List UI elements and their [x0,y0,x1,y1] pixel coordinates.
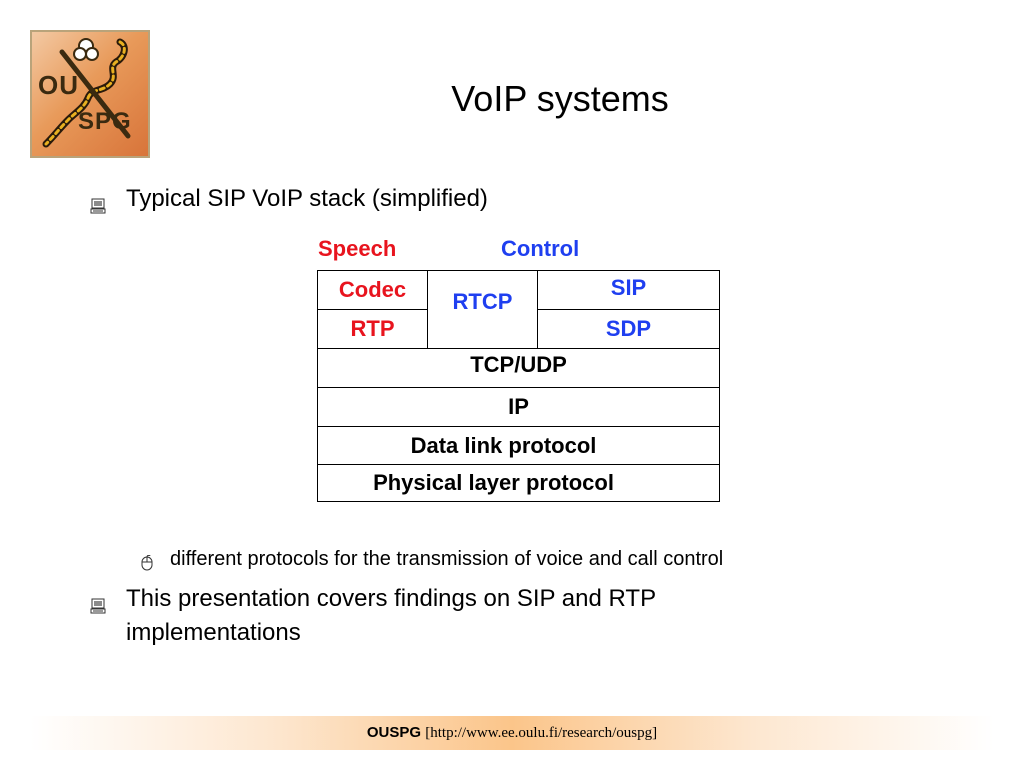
computer-icon [90,582,126,650]
sub-bullet-text: different protocols for the transmission… [170,548,724,570]
stack-header-control: Control [501,236,580,261]
stack-cell-sip: SIP [538,271,719,310]
stack-cell-tcp-udp: TCP/UDP [318,348,719,387]
slide-title: VoIP systems [451,78,669,119]
mouse-icon [140,544,170,580]
logo-text-spg: SPG [78,108,132,135]
stack-cell-codec: Codec [318,271,428,310]
stack-cell-rtcp: RTCP [428,271,538,348]
stack-cell-physical: Physical layer protocol [318,464,719,501]
footer-url[interactable]: [http://www.ee.oulu.fi/research/ouspg] [425,725,658,741]
ouspg-logo: OU SPG [30,30,150,158]
stack-cell-ip: IP [318,387,719,426]
footer-org: OUSPG [366,724,422,741]
bullet-text: This presentation covers findings on SIP… [126,585,656,646]
sub-bullet-item: different protocols for the transmission… [140,544,1000,580]
computer-icon [90,182,126,224]
logo-text-ou: OU [38,70,79,100]
bullet-text: Typical SIP VoIP stack (simplified) [126,185,488,212]
bullet-item: Typical SIP VoIP stack (simplified) [90,182,950,224]
voip-stack-diagram: Codec RTP RTCP SIP SDP TCP/UDP IP Data l… [317,270,720,502]
stack-cell-rtp: RTP [318,310,428,348]
slide-footer: OUSPG [http://www.ee.oulu.fi/research/ou… [30,716,994,750]
stack-header-speech: Speech [318,236,397,261]
stack-cell-sdp: SDP [605,316,652,341]
snake-staff-icon [42,38,131,148]
stack-cell-data-link: Data link protocol [318,426,719,464]
bullet-item: This presentation covers findings on SIP… [90,582,950,650]
